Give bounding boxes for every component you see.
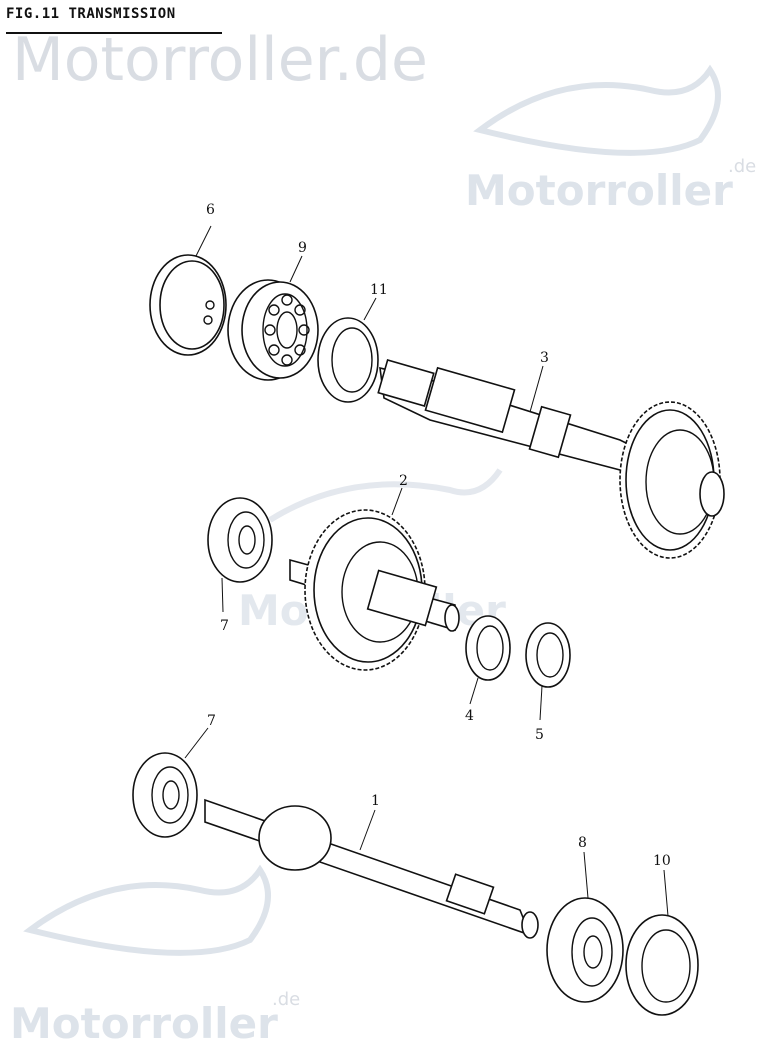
watermark-main: Motorroller.de [12,25,428,95]
svg-text:.de: .de [728,156,756,177]
svg-text:.de: .de [272,989,300,1010]
part-oil-seal-10 [625,914,699,1016]
part-drive-shaft-1 [204,798,539,939]
part-washer-5 [525,622,571,688]
callout-4: 4 [465,708,474,724]
figure-title: FIG.11 TRANSMISSION [6,6,176,22]
part-bearing-middle [207,497,273,583]
callout-labels: 6 9 11 3 2 7 4 5 7 1 8 10 [206,202,671,869]
callout-11: 11 [370,282,388,298]
callout-10: 10 [653,853,671,869]
part-gear-shaft-2 [289,509,460,671]
callout-7-lower: 7 [207,713,216,729]
part-circlip [149,254,227,356]
callout-5: 5 [535,727,544,743]
part-bearing-lower [132,752,198,838]
part-oil-seal [317,317,379,403]
callout-6: 6 [206,202,215,218]
part-shaft-3 [377,359,725,559]
callout-1: 1 [371,793,380,809]
part-washer-4 [465,615,511,681]
callout-9: 9 [298,240,307,256]
callout-8: 8 [578,835,587,851]
callout-2: 2 [399,473,408,489]
part-bearing-8 [546,897,624,1003]
title-underline [6,32,222,34]
part-bearing-upper [227,279,319,381]
leader-lines [184,225,669,917]
callout-7-upper: 7 [220,618,229,634]
watermark-logo-3: Motorroller [10,999,278,1048]
callout-3: 3 [540,350,549,366]
watermark-logo-1: Motorroller [465,166,733,215]
